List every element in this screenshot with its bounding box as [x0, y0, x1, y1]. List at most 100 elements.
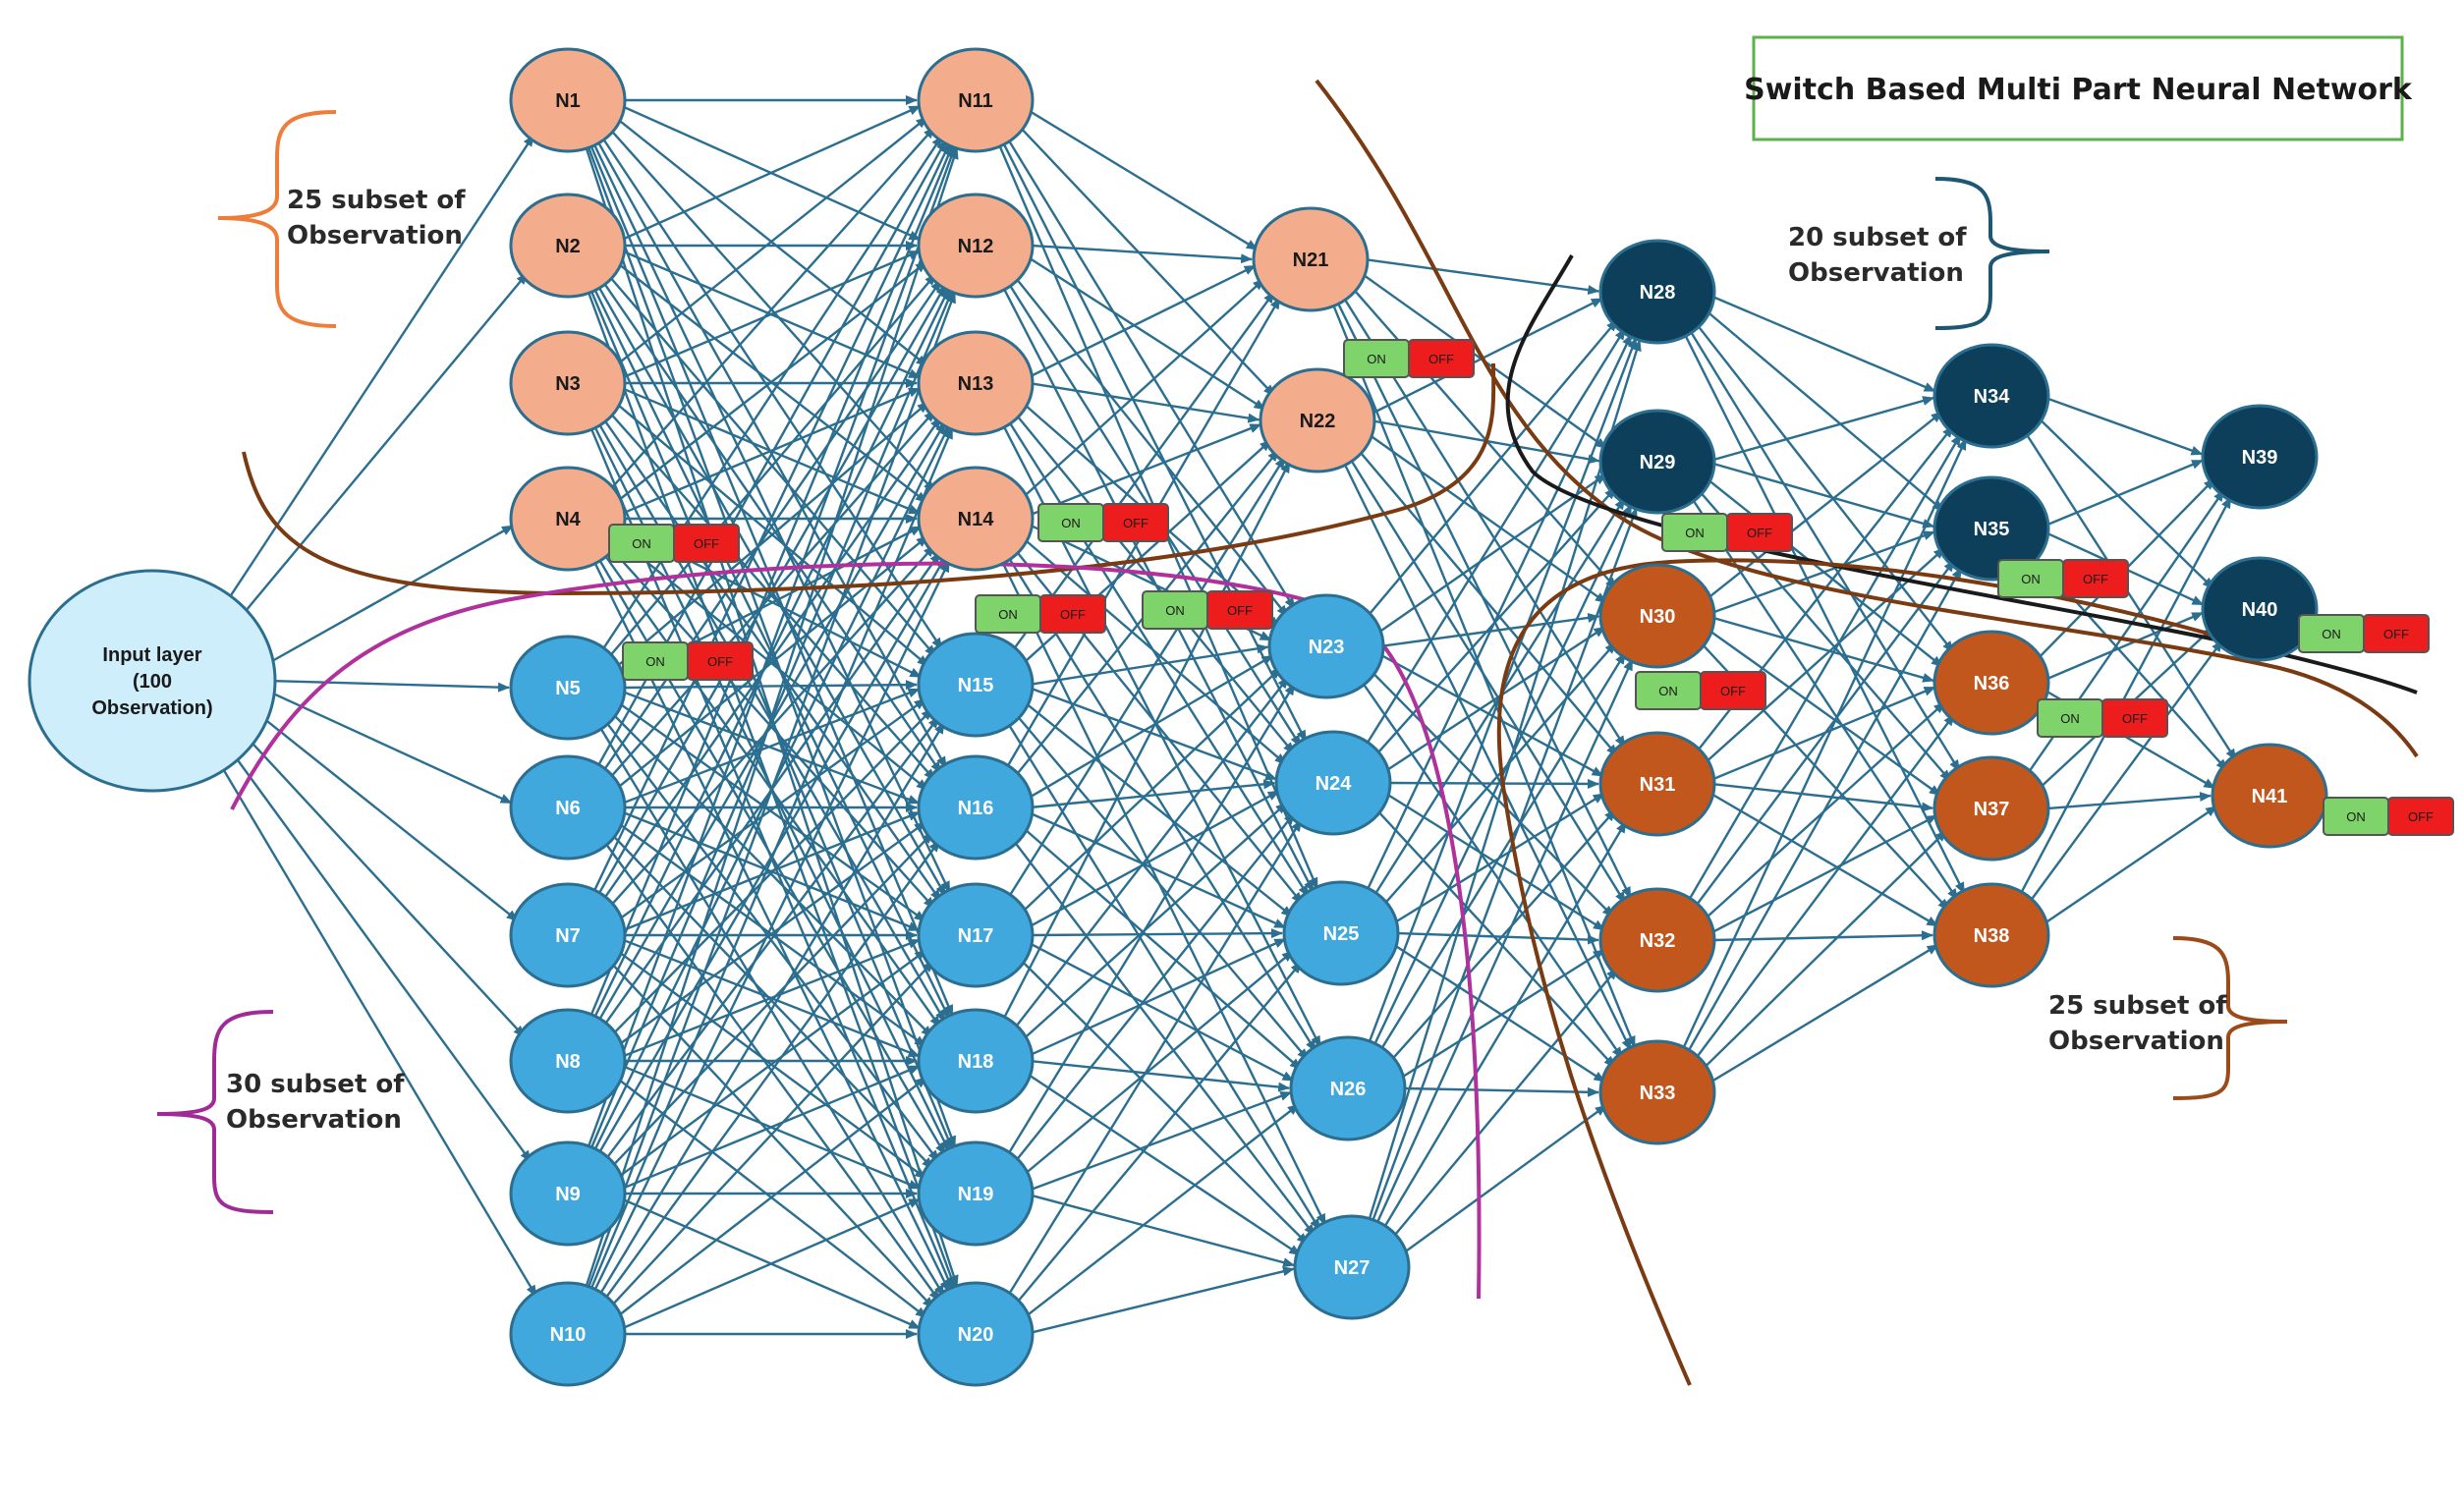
connection-edge [605, 272, 937, 657]
switch-off-button[interactable] [2062, 559, 2129, 598]
switch-off-button[interactable] [2101, 698, 2168, 738]
connection-edge [1031, 1266, 1295, 1334]
connection-edge [607, 960, 934, 1310]
node-label: N7 [555, 925, 581, 947]
connections [214, 95, 2237, 1339]
connection-edge [612, 400, 929, 667]
connection-edge [1389, 968, 1618, 1241]
node-n14: N14 [917, 466, 1035, 572]
connection-edge [1363, 327, 1626, 749]
node-circle [1293, 1214, 1411, 1320]
annotation-line: 25 subset of [287, 186, 466, 215]
annotation-navy-subset: 20 subset of Observation [1788, 223, 1967, 288]
switch-off-label: OFF [2408, 809, 2434, 824]
node-n26: N26 [1289, 1035, 1407, 1141]
connection-edge [1370, 297, 1603, 416]
input-layer-node: Input layer (100 Observation) [28, 569, 277, 793]
connection-edge [1700, 829, 1948, 1073]
switch-off-button[interactable] [1102, 503, 1169, 542]
switch-off-button[interactable] [1700, 671, 1766, 710]
node-n28: N28 [1598, 239, 1716, 345]
connection-edge [1027, 790, 1280, 929]
switch-off-button[interactable] [1408, 339, 1475, 378]
node-label: N13 [958, 373, 994, 395]
node-label: N10 [550, 1324, 587, 1346]
connection-edge [2023, 429, 2237, 761]
node-n33: N33 [1598, 1039, 1716, 1145]
connection-edge [269, 679, 511, 693]
input-layer-line: Observation) [91, 697, 212, 719]
connection-edge [1005, 136, 1296, 610]
node-circle [509, 1008, 627, 1114]
node-circle [1598, 731, 1716, 837]
switch-off-button[interactable] [1039, 594, 1106, 634]
connection-edge [1686, 433, 1962, 904]
switch-off-label: OFF [2083, 572, 2108, 586]
svg-text:25 subset of: 25 subset of [287, 186, 466, 215]
connection-edge [1018, 666, 1282, 916]
svg-text:30 subset of: 30 subset of [226, 1070, 405, 1099]
svg-text:(100: (100 [133, 671, 172, 693]
node-circle [509, 882, 627, 988]
svg-text:Observation: Observation [1788, 258, 1964, 288]
node-circle [917, 466, 1035, 572]
node-label: N23 [1309, 637, 1345, 658]
node-n17: N17 [917, 882, 1035, 988]
connection-edge [608, 707, 933, 1038]
connection-edge [1709, 814, 1938, 935]
connection-edge [1680, 437, 1968, 1052]
node-circle [509, 1140, 627, 1247]
node-label: N41 [2252, 786, 2288, 807]
switch-off-button[interactable] [687, 641, 754, 681]
connection-edge [1377, 652, 1604, 778]
switch-off-button[interactable] [2363, 614, 2430, 653]
switch-off-button[interactable] [1206, 590, 1273, 630]
connection-edge [621, 1197, 922, 1330]
switch-on-label: ON [1061, 516, 1081, 530]
node-circle [509, 1281, 627, 1387]
connection-edge [1368, 668, 1614, 918]
node-n1: N1 [509, 47, 627, 153]
switch-off-button[interactable] [673, 524, 740, 563]
node-label: N14 [958, 509, 995, 530]
node-n30: N30 [1598, 563, 1716, 669]
switch-off-button[interactable] [2387, 797, 2454, 836]
connection-edge [591, 560, 951, 1294]
switch-off-label: OFF [1060, 607, 1086, 622]
connection-edge [1713, 930, 1934, 942]
node-n4: N4 [509, 466, 627, 572]
connection-edge [606, 410, 936, 782]
node-n8: N8 [509, 1008, 627, 1114]
brace-peach-subset [217, 110, 337, 328]
connection-edge [1032, 928, 1284, 939]
connection-edge [1012, 273, 1289, 618]
node-n39: N39 [2201, 404, 2319, 510]
connection-edge [1685, 567, 1963, 1056]
switch-on-label: ON [632, 536, 651, 551]
connection-edge [2045, 459, 2204, 527]
connection-edge [1030, 1090, 1293, 1192]
node-label: N8 [555, 1051, 581, 1073]
switch-off-button[interactable] [1726, 513, 1793, 552]
node-circle [2211, 743, 2328, 849]
switch-off-label: OFF [1747, 526, 1772, 540]
node-label: N21 [1293, 250, 1329, 271]
connection-edge [1005, 683, 1296, 1158]
node-label: N11 [958, 90, 993, 112]
switch-off-label: OFF [1123, 516, 1148, 530]
annotation-line: 30 subset of [226, 1070, 405, 1099]
on-off-switch[interactable]: ON OFF [1037, 503, 1169, 542]
connection-edge [1342, 460, 1632, 1051]
annotation-line: Observation [2048, 1027, 2224, 1056]
